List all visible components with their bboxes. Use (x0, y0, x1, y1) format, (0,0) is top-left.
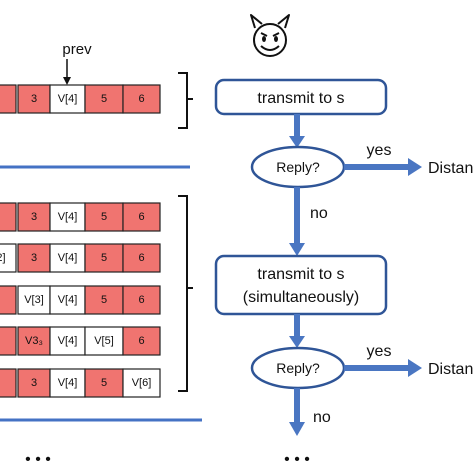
array-cell-label: V[4] (58, 377, 78, 389)
yes-arrow-1 (344, 164, 410, 170)
array-cell-label: V[4] (58, 252, 78, 264)
array-cell-label: V[5] (94, 335, 114, 347)
array-cell (84, 368, 124, 398)
array-cell (122, 285, 161, 315)
array-cell-label: 6 (138, 252, 144, 264)
reply-decision-1-label: Reply? (276, 159, 320, 175)
distance-output-2: Distance (428, 361, 474, 378)
array-cell-label: 3 (31, 93, 37, 105)
array-cell-label: V[4] (58, 211, 78, 223)
array-cell (122, 202, 161, 232)
no-label-1: no (310, 205, 328, 222)
array-cell-label: 5 (101, 294, 107, 306)
transmit-box-1 (214, 78, 388, 116)
array-cell-label: V[4] (58, 294, 78, 306)
array-row: V[3] V[4] 5 6 (0, 285, 161, 315)
yes-arrow-2-head (408, 359, 422, 377)
transmit-box-1-label: transmit to s (257, 90, 344, 107)
array-cell (49, 326, 86, 356)
top-brace (178, 72, 193, 129)
array-row: 3 V[4] 5 6 (0, 202, 161, 232)
array-cell (84, 285, 124, 315)
no-label-2: no (313, 409, 331, 426)
array-cell-label: V3₃ (25, 335, 43, 347)
arrow-box2-to-decision2 (294, 314, 300, 338)
devil-face-icon (250, 14, 290, 57)
array-cell-label: 5 (101, 377, 107, 389)
no-arrow-1-head (289, 243, 305, 256)
array-cell (122, 84, 161, 114)
array-cell (17, 243, 51, 273)
array-cell-label: V[4] (58, 93, 78, 105)
array-cell-label: 5 (101, 211, 107, 223)
bottom-brace (178, 195, 193, 392)
array-row: 3 V[4] 5 6 (0, 84, 161, 114)
array-cell-label: 5 (101, 93, 107, 105)
transmit-box-2-line1: transmit to s (257, 266, 344, 283)
array-cell (0, 202, 17, 232)
array-cell (122, 243, 161, 273)
array-cell-label: 5 (101, 252, 107, 264)
no-arrow-2-head (289, 422, 305, 436)
array-row: 2] 3 V[4] 5 6 (0, 243, 161, 273)
distance-output-1: Distance (428, 160, 474, 177)
yes-label-2: yes (367, 343, 392, 360)
array-rows: 3V[4]563V[4]562]3V[4]56V[3]V[4]56V3₃V[4]… (0, 84, 161, 398)
transmit-box-2 (214, 254, 388, 316)
array-cell-label: 3 (31, 252, 37, 264)
array-cell (49, 285, 86, 315)
array-cell (49, 243, 86, 273)
array-cell (17, 368, 51, 398)
transmit-box-2-line2: (simultaneously) (243, 289, 359, 306)
array-cell (0, 326, 17, 356)
array-cell-label: V[3] (24, 294, 44, 306)
arrow-box2-to-decision2-head (289, 336, 305, 348)
yes-label-1: yes (367, 142, 392, 159)
array-cell (17, 326, 51, 356)
array-cell-label: 6 (138, 211, 144, 223)
arrow-box1-to-decision1 (294, 114, 300, 138)
prev-label: prev (62, 41, 92, 58)
array-cell-label: 6 (138, 335, 144, 347)
array-cell (17, 285, 51, 315)
array-cell-label: V[6] (132, 377, 152, 389)
array-cell-label: 6 (138, 294, 144, 306)
array-cell-label: V[4] (58, 335, 78, 347)
array-cell-label: 3 (31, 377, 37, 389)
array-cell (0, 285, 17, 315)
array-row: V3₃ V[4] V[5] 6 (0, 326, 161, 356)
no-arrow-1 (294, 187, 300, 245)
array-cell (84, 326, 124, 356)
reply-decision-2-label: Reply? (276, 360, 320, 376)
array-cell-label: 6 (138, 93, 144, 105)
yes-arrow-1-head (408, 158, 422, 176)
array-cell (0, 368, 17, 398)
array-cell-label: 2] (0, 252, 6, 264)
ellipsis-right: • • • (284, 451, 310, 468)
array-cell (0, 243, 17, 273)
array-cell-label: 3 (31, 211, 37, 223)
arrow-box1-to-decision1-head (289, 136, 305, 148)
array-cell (0, 84, 17, 114)
array-row: 3 V[4] 5 V[6] (0, 368, 161, 398)
yes-arrow-2 (344, 365, 410, 371)
array-cell (84, 84, 124, 114)
array-cell (122, 368, 161, 398)
ellipsis-left: • • • (25, 451, 51, 468)
array-cell (49, 84, 86, 114)
prev-pointer-arrowhead (63, 77, 71, 85)
array-cell (122, 326, 161, 356)
no-arrow-2 (294, 388, 300, 424)
